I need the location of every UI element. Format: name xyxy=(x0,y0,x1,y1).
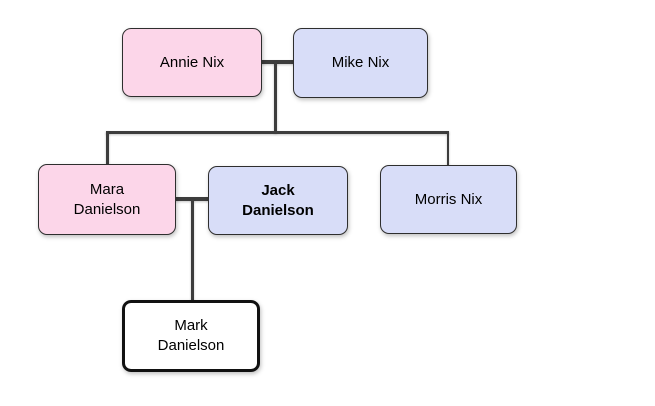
person-node-morris-nix[interactable]: Morris Nix xyxy=(380,165,517,234)
person-node-mara-danielson[interactable]: Mara Danielson xyxy=(38,164,176,235)
person-name-mark-danielson: Mark Danielson xyxy=(157,317,225,354)
person-node-mike-nix[interactable]: Mike Nix xyxy=(293,28,428,98)
person-node-annie-nix[interactable]: Annie Nix xyxy=(122,28,262,97)
connector-drop-to-mara xyxy=(106,131,109,165)
connector-drop-to-mark xyxy=(190,199,194,301)
connector-drop-annie-mike xyxy=(274,62,277,133)
person-name-mara-danielson: Mara Danielson xyxy=(73,180,141,218)
person-name-annie-nix: Annie Nix xyxy=(159,53,225,71)
person-node-mark-danielson[interactable]: Mark Danielson xyxy=(122,300,260,372)
connector-couple-annie-mike xyxy=(261,60,295,64)
connector-sibling-bar-generation2 xyxy=(106,131,449,134)
connector-drop-to-morris xyxy=(446,131,449,166)
person-name-mike-nix: Mike Nix xyxy=(331,54,390,71)
person-node-jack-danielson[interactable]: Jack Danielson xyxy=(208,166,348,235)
person-name-jack-danielson: Jack Danielson xyxy=(242,181,314,219)
person-name-morris-nix: Morris Nix xyxy=(414,190,483,208)
